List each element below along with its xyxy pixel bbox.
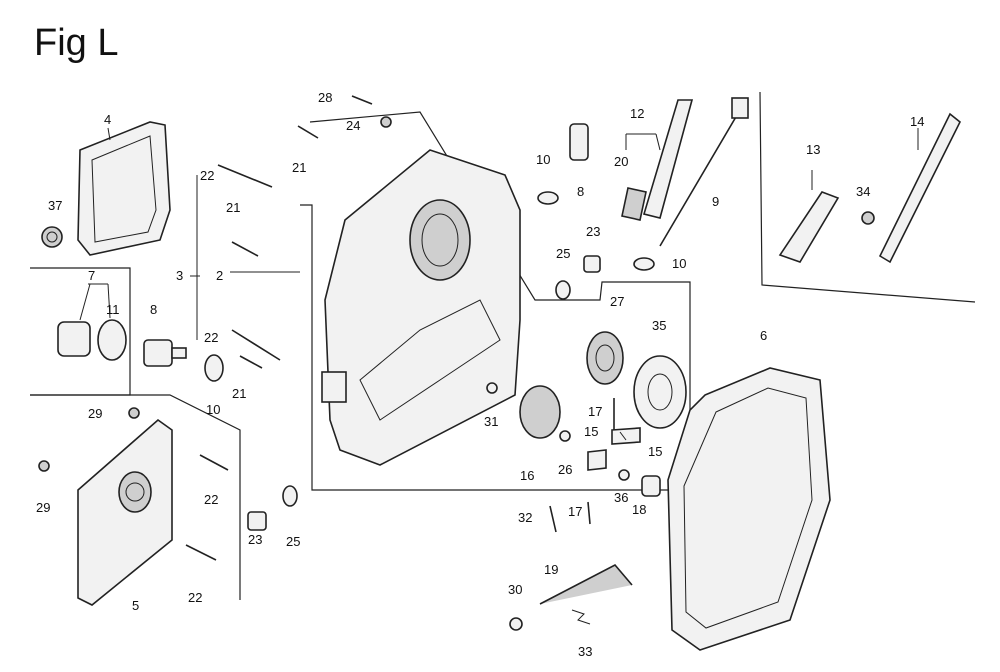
governor-gear-16 [519,385,561,439]
pin-17-lower [587,501,591,525]
label-36: 36 [614,490,628,505]
washer-25-upper [555,280,571,300]
label-27: 27 [610,294,624,309]
label-5: 5 [132,598,139,613]
label-29b: 29 [36,500,50,515]
holder-15-right [611,427,641,445]
label-4: 4 [104,112,111,127]
gasket-4 [77,121,171,256]
label-13: 13 [806,142,820,157]
tube-13 [778,191,840,263]
label-12: 12 [630,106,644,121]
washer-10-left [204,354,224,382]
clip-26 [559,430,571,442]
collar-18 [641,475,661,497]
filler-neck-20 [621,187,647,221]
label-22c: 22 [204,492,218,507]
plug-23-upper [583,255,601,273]
label-17a: 17 [588,404,602,419]
bearing-27 [586,331,624,385]
label-10b: 10 [536,152,550,167]
leader-lines [79,127,919,441]
label-21a: 21 [292,160,306,175]
plug-7 [57,321,91,357]
label-26: 26 [558,462,572,477]
gasket-6 [667,367,831,651]
callout-labels: 28 24 21 22 21 4 37 3 2 7 11 8 22 10 21 … [36,90,924,659]
clip-33 [571,609,591,625]
label-14: 14 [910,114,924,129]
stud-22-lower [185,544,217,561]
label-18: 18 [632,502,646,517]
label-11: 11 [106,302,120,317]
washer-10-upper [537,191,559,205]
stud-22-upper [199,454,229,471]
label-23b: 23 [586,224,600,239]
washer-31 [486,382,498,394]
figure-title: Fig L [34,22,119,64]
label-16: 16 [520,468,534,483]
label-15b: 15 [648,444,662,459]
label-31: 31 [484,414,498,429]
label-32: 32 [518,510,532,525]
oil-filler-tube-12 [642,99,694,219]
label-10c: 10 [672,256,686,271]
label-25b: 25 [556,246,570,261]
label-30: 30 [508,582,522,597]
nut-29-left [38,460,50,472]
label-29a: 29 [88,406,102,421]
bolt-21-top [297,125,319,139]
label-21b: 21 [226,200,240,215]
nut-29-top [128,407,140,419]
o-ring-11 [97,319,127,361]
label-8a: 8 [150,302,157,317]
label-19: 19 [544,562,558,577]
label-21c: 21 [232,386,246,401]
tube-14 [878,112,962,264]
holder-15 [587,449,607,471]
label-10a: 10 [206,402,220,417]
label-25a: 25 [286,534,300,549]
washer-25-bottom [282,485,298,507]
label-6: 6 [760,328,767,343]
label-34: 34 [856,184,870,199]
label-23a: 23 [248,532,262,547]
label-3: 3 [176,268,183,283]
stud-22-top [217,164,273,188]
label-17b: 17 [568,504,582,519]
label-35: 35 [652,318,666,333]
o-ring-34 [861,211,875,225]
bolt-21-low [239,355,263,369]
governor-arm-19 [539,563,633,605]
label-22b: 22 [204,330,218,345]
label-7: 7 [88,268,95,283]
seal-35 [633,355,687,429]
label-22d: 22 [188,590,202,605]
oil-seal-37 [41,226,63,248]
washer-36 [618,469,630,481]
label-20: 20 [614,154,628,169]
label-28: 28 [318,90,332,105]
bolt-21-mid [231,241,259,257]
stud-22-mid [231,329,281,361]
washer-10-right [633,257,655,271]
label-8b: 8 [577,184,584,199]
label-9: 9 [712,194,719,209]
label-22a: 22 [200,168,214,183]
breather-8-upper [569,123,589,161]
label-33: 33 [578,644,592,659]
cover-plate-5 [77,418,173,606]
label-24: 24 [346,118,360,133]
label-15a: 15 [584,424,598,439]
label-37: 37 [48,198,62,213]
label-2: 2 [216,268,223,283]
breather-8-left [143,339,173,367]
bolt-28 [351,95,373,105]
washer-30 [509,617,523,631]
pin-32 [549,505,557,533]
nut-24 [380,116,392,128]
plug-23-bottom [247,511,267,531]
dipstick-9 [659,109,741,247]
